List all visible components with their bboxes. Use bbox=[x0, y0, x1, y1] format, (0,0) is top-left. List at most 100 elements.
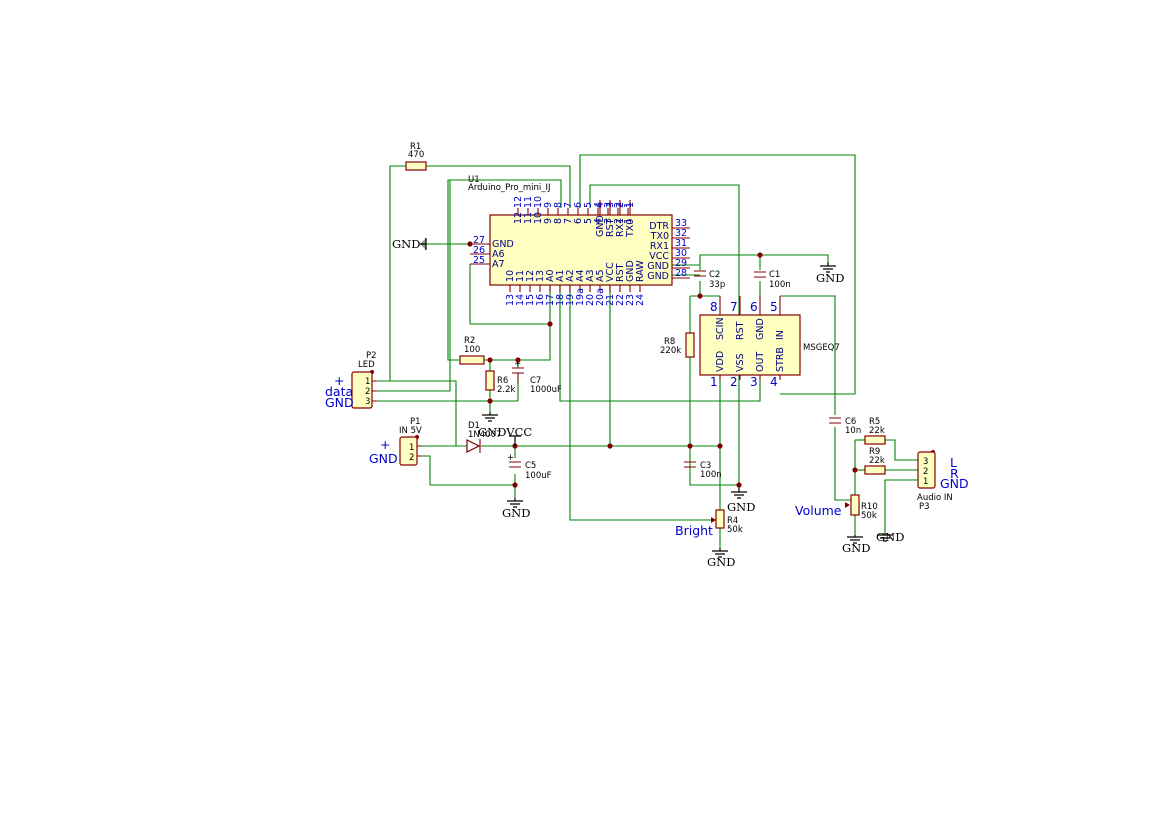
u1-pin-number: 15 bbox=[525, 294, 536, 306]
msgeq7-pin-name: OUT bbox=[755, 352, 766, 372]
msgeq7-pin-name: SCIN bbox=[715, 317, 726, 340]
svg-text:GND: GND bbox=[876, 530, 904, 544]
vcc-bar bbox=[509, 435, 521, 446]
svg-text:GND: GND bbox=[727, 500, 755, 514]
u1-pin-name: A4 bbox=[575, 269, 586, 282]
arduino-pro-mini: U1 Arduino_Pro_mini_IJ 12121111101099887… bbox=[468, 175, 690, 306]
msgeq7-pin-name: GND bbox=[755, 318, 766, 340]
gnd-symbol-u1-left: GND bbox=[392, 237, 427, 251]
u1-pin-number: 26 bbox=[473, 245, 485, 256]
gnd-symbol-msgeq7: GND bbox=[727, 488, 755, 514]
u1-pin-number: 33 bbox=[675, 218, 687, 229]
msgeq7-pin-name: VSS bbox=[735, 353, 746, 372]
u1-pin-name: RX1 bbox=[615, 218, 626, 237]
u1-value: Arduino_Pro_mini_IJ bbox=[468, 183, 551, 193]
u1-pin-number: 12 bbox=[513, 196, 524, 208]
u1-pin-number: 30 bbox=[675, 248, 687, 259]
resistor-r8: R8 220k bbox=[660, 332, 695, 358]
svg-text:data: data bbox=[325, 384, 353, 399]
diode-d1: D1 1N4007 bbox=[466, 421, 501, 453]
r9-value: 22k bbox=[869, 456, 885, 466]
u1-pin-name: 1 bbox=[623, 218, 634, 224]
u1-pin-number: 31 bbox=[675, 238, 687, 249]
svg-text:1: 1 bbox=[409, 443, 414, 453]
u1-pin-name: 10 bbox=[505, 270, 516, 282]
p3-ref: P3 bbox=[919, 502, 930, 512]
u1-pin-number: 32 bbox=[675, 228, 687, 239]
u1-pin-name: GND bbox=[595, 215, 606, 237]
resistor-r1: R1 470 bbox=[405, 142, 427, 171]
u1-pin-number: 4 bbox=[595, 202, 606, 208]
u1-pin-name: RST bbox=[605, 218, 616, 237]
r10-value: 50k bbox=[861, 511, 877, 521]
u1-pin-name: TX0 bbox=[650, 231, 669, 242]
resistor-r9: R9 22k bbox=[864, 447, 886, 475]
p2-value: LED bbox=[358, 360, 375, 370]
connector-p1: P1 IN 5V 1 2 bbox=[399, 417, 422, 466]
u1-pin-name: 12 bbox=[525, 270, 536, 282]
svg-text:GND: GND bbox=[325, 395, 354, 410]
u1-pin-number: 18 bbox=[555, 294, 566, 306]
capacitor-c2: C2 33p bbox=[694, 270, 725, 290]
svg-text:+: + bbox=[514, 359, 521, 369]
u1-pin-name: 11 bbox=[523, 212, 534, 224]
u1-pin-number: 28 bbox=[675, 268, 687, 279]
p3-value: Audio IN bbox=[917, 493, 953, 503]
svg-text:+: + bbox=[380, 437, 390, 452]
capacitor-c5: + C5 100uF bbox=[507, 453, 552, 481]
svg-text:3: 3 bbox=[365, 397, 370, 407]
gnd-symbol-c1: GND bbox=[816, 262, 844, 285]
r1-ref: R1 bbox=[410, 142, 421, 152]
u1-pin-number: 4 bbox=[593, 202, 604, 208]
u1-pin-name: RAW bbox=[635, 260, 646, 282]
u1-pin-number: 25 bbox=[473, 255, 485, 266]
r5-value: 22k bbox=[869, 426, 885, 436]
p1-value: IN 5V bbox=[399, 426, 422, 436]
c1-ref: C1 bbox=[769, 270, 780, 280]
gnd-symbol-c5: GND bbox=[502, 498, 530, 520]
p2-ref: P2 bbox=[366, 351, 377, 361]
gnd-vcc-label: GNDVCC bbox=[478, 425, 532, 439]
potentiometer-r10: R10 50k bbox=[845, 494, 878, 521]
r6-value: 2.2k bbox=[497, 385, 516, 395]
p1-ref: P1 bbox=[410, 417, 421, 427]
u1-pin-number: 20 bbox=[585, 294, 596, 306]
capacitor-c1: C1 100n bbox=[754, 270, 791, 290]
u1-pin-name: RX1 bbox=[650, 241, 669, 252]
resistor-r5: R5 22k bbox=[864, 417, 886, 445]
u1-pin-number: 22 bbox=[615, 294, 626, 306]
msgeq7-value: MSGEQ7 bbox=[803, 343, 840, 353]
r10-ref: R10 bbox=[861, 502, 878, 512]
u1-pin-name: A6 bbox=[492, 249, 505, 260]
u1-pin-number: 5 bbox=[583, 202, 594, 208]
u1-pin-name: A3 bbox=[585, 269, 596, 282]
c3-value: 100n bbox=[700, 470, 722, 480]
u1-ref: U1 bbox=[468, 175, 480, 185]
c1-value: 100n bbox=[769, 280, 791, 290]
c5-value: 100uF bbox=[525, 471, 552, 481]
svg-text:1: 1 bbox=[923, 477, 928, 487]
u1-pin-number: 11 bbox=[523, 196, 534, 208]
net-labels: + data GND + GND L R GND Bright Volume bbox=[325, 373, 969, 538]
u1-pin-number: 21 bbox=[605, 294, 616, 306]
svg-text:+: + bbox=[507, 453, 514, 463]
u1-pin-number: 24 bbox=[635, 294, 646, 306]
gnd-symbol-r10: GND bbox=[842, 535, 870, 555]
u1-pin-name: 11 bbox=[515, 270, 526, 282]
u1-pin-name: VCC bbox=[605, 262, 616, 282]
u1-pin-number: 14 bbox=[515, 294, 526, 306]
resistor-r2: R2 100 bbox=[459, 336, 485, 365]
u1-pin-name: 8 bbox=[553, 218, 564, 224]
u1-pin-number: 19a bbox=[575, 288, 586, 306]
u1-pin-number: 8 bbox=[553, 202, 564, 208]
gnd-symbol-p3: GND bbox=[876, 530, 904, 544]
resistor-r6: R6 2.2k bbox=[485, 370, 516, 395]
u1-pin-name: GND bbox=[492, 239, 514, 250]
u1-pin-name: 10 bbox=[533, 212, 544, 224]
u1-pin-number: 1 bbox=[625, 202, 636, 208]
u1-pin-name: 5 bbox=[583, 218, 594, 224]
u1-pin-number: 17 bbox=[545, 294, 556, 306]
u1-pin-name: A0 bbox=[545, 269, 556, 282]
d1-value: 1N4007 bbox=[468, 430, 501, 440]
